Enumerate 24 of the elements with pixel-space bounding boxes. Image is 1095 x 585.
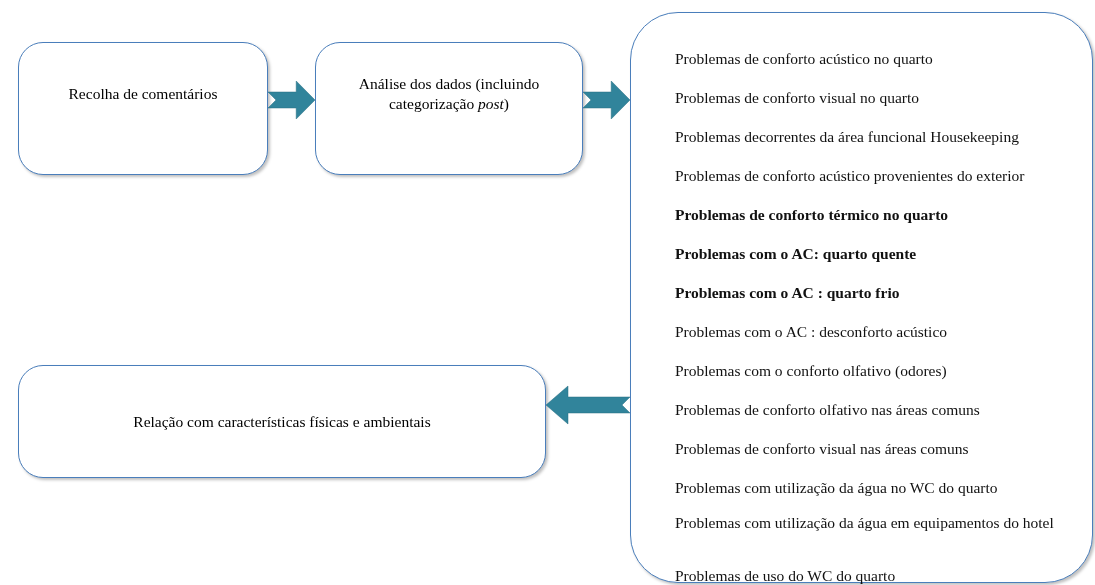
block-arrow (582, 80, 631, 120)
box-text: Recolha de comentários (68, 83, 218, 104)
category-text: Problemas com o AC : quarto frio (675, 283, 901, 303)
block-arrow (267, 80, 316, 120)
process-box (18, 365, 546, 478)
category-text: Problemas decorrentes da área funcional Housekeeping (675, 127, 1020, 147)
block-arrow (545, 385, 631, 425)
box-text: Análise dos dados (incluindo categorização post) (357, 73, 541, 114)
process-box (315, 42, 583, 175)
category-text: Problemas com utilização da água no WC do quarto (675, 478, 999, 498)
box-text: Relação com características físicas e ambientais (133, 411, 431, 432)
category-text: Problemas com utilização da água em equipamentos do hotel (675, 513, 1055, 533)
category-panel (630, 12, 1093, 583)
category-text: Problemas de conforto visual nas áreas comuns (675, 439, 970, 459)
category-text: Problemas de conforto olfativo nas áreas comuns (675, 400, 981, 420)
category-text: Problemas com o conforto olfativo (odores) (675, 361, 948, 381)
category-text: Problemas com o AC: quarto quente (675, 244, 918, 264)
category-text: Problemas de uso do WC do quarto (675, 566, 897, 585)
category-text: Problemas de conforto acústico no quarto (675, 49, 934, 69)
category-text: Problemas de conforto térmico no quarto (675, 205, 950, 225)
category-text: Problemas de conforto acústico provenientes do exterior (675, 166, 1026, 186)
category-text: Problemas com o AC : desconforto acústico (675, 322, 949, 342)
category-text: Problemas de conforto visual no quarto (675, 88, 921, 108)
process-box (18, 42, 268, 175)
